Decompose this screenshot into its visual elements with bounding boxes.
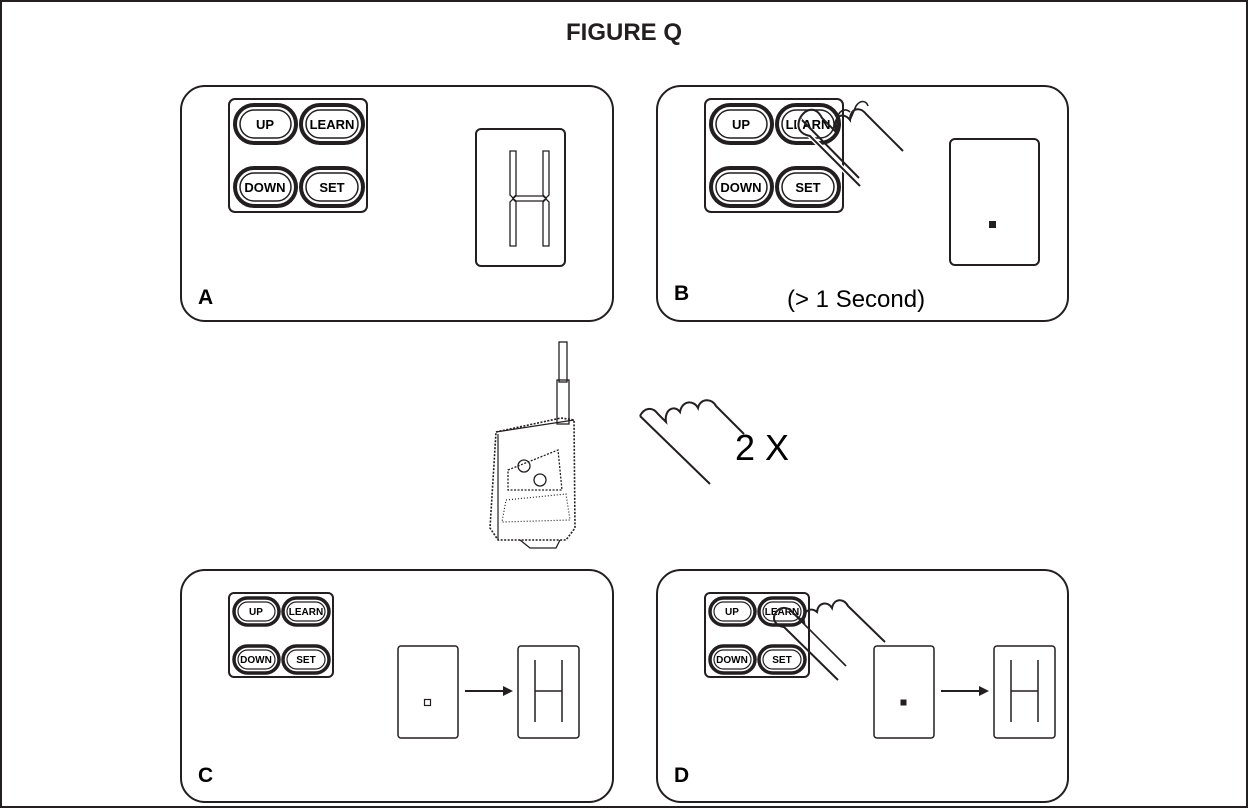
panel-c-frame [180,569,614,803]
press-count: 2 X [735,427,789,468]
up-button[interactable]: UP [232,596,281,627]
keypad-frame [704,592,810,678]
set-button-label: SET [772,655,791,666]
panel-d-frame [656,569,1069,803]
display-h [475,128,566,267]
down-button-label: DOWN [720,180,761,195]
panel-c: UP LEARN DOWN SET [180,569,614,803]
display-dot [873,645,935,739]
up-button-label: UP [249,607,263,618]
up-button-label: UP [256,117,274,132]
panel-d: UP LEARN DOWN SET [656,569,1069,803]
display-h [517,645,580,739]
keypad-frame [228,98,368,213]
up-button[interactable]: UP [709,103,774,145]
learn-button-label: LEARN [310,117,355,132]
keypad-frame [704,98,844,213]
learn-button[interactable]: LEARN [757,596,807,627]
down-button-label: DOWN [240,655,272,666]
figure-title: FIGURE Q [566,19,682,46]
learn-button-label: LEARN [765,607,799,618]
learn-button[interactable]: LEARN [299,103,365,145]
remote-control-icon [489,341,576,549]
arrow-right-icon [465,686,513,696]
set-button[interactable]: SET [281,644,331,675]
panel-b: UP LEARN DOWN SET [656,85,1069,322]
keypad: UP LEARN DOWN SET [704,98,844,213]
panel-a-label: A [198,286,213,309]
learn-button-label: LEARN [289,607,323,618]
up-button-label: UP [732,117,750,132]
panel-c-label: C [198,764,213,787]
down-button-label: DOWN [716,655,748,666]
display-dot [397,645,459,739]
down-button-label: DOWN [244,180,285,195]
down-button[interactable]: DOWN [708,644,757,675]
down-button[interactable]: DOWN [709,166,774,208]
set-button[interactable]: SET [757,644,807,675]
learn-button[interactable]: LEARN [281,596,331,627]
set-button-label: SET [319,180,344,195]
set-button-label: SET [296,655,315,666]
keypad: UP LEARN DOWN SET [228,98,368,213]
panel-a: UP LEARN DOWN SET A [180,85,614,322]
set-button[interactable]: SET [775,166,841,208]
panel-d-label: D [674,764,689,787]
keypad: UP LEARN DOWN SET [704,592,810,678]
up-button[interactable]: UP [708,596,757,627]
set-button-label: SET [795,180,820,195]
down-button[interactable]: DOWN [232,644,281,675]
pointing-hand-icon [796,100,904,192]
panel-b-frame [656,85,1069,322]
set-button[interactable]: SET [299,166,365,208]
arrow-right-icon [941,686,989,696]
pointing-hand-icon [639,399,745,485]
panel-b-label: B [674,282,689,305]
panel-a-frame [180,85,614,322]
down-button[interactable]: DOWN [233,166,298,208]
keypad-frame [228,592,334,678]
keypad: UP LEARN DOWN SET [228,592,334,678]
up-button-label: UP [725,607,739,618]
display-dot [949,138,1040,266]
display-h [993,645,1056,739]
pointing-hand-icon [773,599,886,681]
up-button[interactable]: UP [233,103,298,145]
hold-duration-note: (> 1 Second) [787,286,925,313]
